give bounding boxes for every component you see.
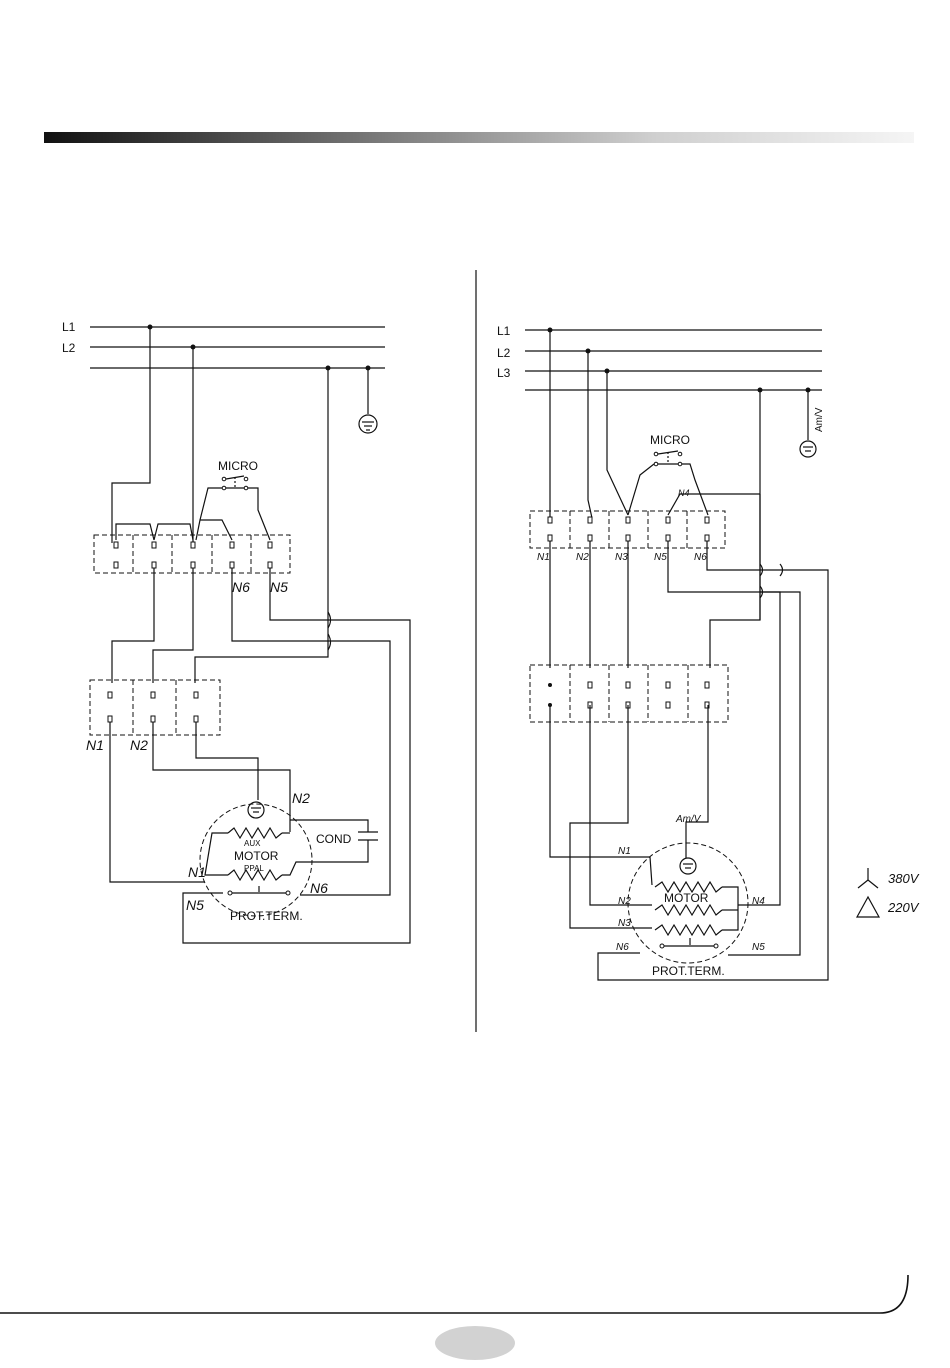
motor-single-phase: AUX MOTOR PPAL <box>200 802 312 916</box>
micro-switch-icon <box>654 451 682 466</box>
terminal-tag-n1: N1 <box>537 552 550 563</box>
line-label-l2: L2 <box>497 346 511 360</box>
motor-tag-n2: N2 <box>292 790 310 806</box>
terminal-tag-n6: N6 <box>232 579 250 595</box>
motor-tag-n6: N6 <box>616 942 629 953</box>
ground-icon <box>359 368 377 433</box>
motor-three-phase: MOTOR <box>628 843 748 963</box>
terminal-block-lower <box>530 665 728 722</box>
footer-rule <box>0 1275 908 1313</box>
triangle-icon <box>857 897 879 917</box>
line-label-l1: L1 <box>497 324 511 338</box>
terminal-tag-n2: N2 <box>576 552 589 563</box>
terminal-tag-n6: N6 <box>694 552 707 563</box>
voltage-legend: 380V 220V <box>857 868 920 917</box>
motor-label: MOTOR <box>664 891 709 905</box>
legend-380v: 380V <box>888 871 920 886</box>
three-phase-diagram: L1 L2 L3 Am/V MICRO <box>497 324 828 980</box>
motor-label: MOTOR <box>234 849 279 863</box>
capacitor-label: COND <box>316 832 352 846</box>
terminal-tag-n5: N5 <box>270 579 288 595</box>
header-bar <box>44 132 914 143</box>
ground-icon <box>680 858 696 874</box>
ground-icon <box>248 802 264 818</box>
protector-label: PROT.TERM. <box>652 964 725 978</box>
micro-switch-label: MICRO <box>650 433 690 447</box>
terminal-tag-n2: N2 <box>130 737 148 753</box>
single-phase-diagram: L1 L2 MICRO <box>62 320 410 943</box>
motor-tag-n1: N1 <box>618 846 631 857</box>
motor-tag-n6: N6 <box>310 880 328 896</box>
protector-label: PROT.TERM. <box>230 909 303 923</box>
terminal-tag-n1: N1 <box>86 737 104 753</box>
terminal-tag-n4-top: N4 <box>678 488 690 498</box>
page-number-badge <box>435 1326 515 1360</box>
line-label-l2: L2 <box>62 341 76 355</box>
motor-tag-n5: N5 <box>186 897 204 913</box>
motor-tag-n1: N1 <box>188 864 206 880</box>
terminal-tag-n5: N5 <box>654 552 667 563</box>
winding-aux-label: AUX <box>244 839 261 848</box>
ground-label: Am/V <box>814 407 825 432</box>
terminal-tag-n3: N3 <box>615 552 628 563</box>
terminal-block-upper <box>94 535 290 573</box>
line-label-l3: L3 <box>497 366 511 380</box>
motor-tag-n3: N3 <box>618 918 631 929</box>
motor-tag-n5: N5 <box>752 942 765 953</box>
micro-switch-label: MICRO <box>218 459 258 473</box>
motor-tag-n4: N4 <box>752 896 765 907</box>
line-label-l1: L1 <box>62 320 76 334</box>
legend-220v: 220V <box>887 900 920 915</box>
star-icon <box>858 868 878 888</box>
motor-ground-label: Am/V <box>675 814 702 825</box>
motor-tag-n2: N2 <box>618 896 631 907</box>
micro-switch-icon <box>222 476 248 490</box>
